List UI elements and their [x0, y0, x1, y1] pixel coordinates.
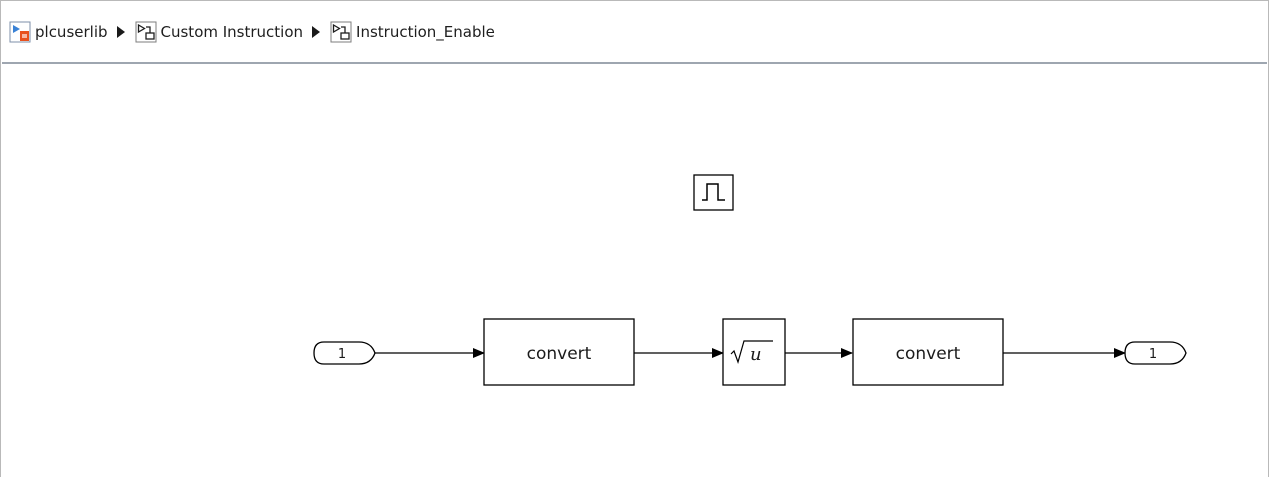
breadcrumb-arrow-icon: [116, 26, 125, 38]
breadcrumb-item-label: plcuserlib: [35, 23, 108, 41]
breadcrumb-item-label: Instruction_Enable: [356, 23, 495, 41]
subsystem-icon: [330, 21, 352, 43]
block-diagram: 1 convert u convert: [313, 174, 1187, 386]
breadcrumb-item-label: Custom Instruction: [160, 23, 304, 41]
sqrt-icon: [730, 340, 773, 364]
sqrt-expression: u: [750, 344, 762, 365]
breadcrumb-arrow-icon: [312, 26, 321, 38]
outport-label: 1: [1149, 347, 1157, 362]
convert-block-2[interactable]: convert: [852, 318, 1004, 386]
breadcrumb: plcuserlib Custom Instruction Instructio…: [2, 2, 1267, 64]
breadcrumb-item-plcuserlib[interactable]: plcuserlib: [9, 21, 108, 43]
enable-block[interactable]: [693, 174, 734, 211]
model-canvas[interactable]: 1 convert u convert: [2, 66, 1267, 478]
subsystem-icon: [135, 21, 157, 43]
outport-block[interactable]: 1: [1124, 341, 1187, 365]
inport-label: 1: [338, 347, 346, 362]
inport-block[interactable]: 1: [313, 341, 376, 365]
sqrt-block[interactable]: u: [722, 318, 786, 386]
breadcrumb-item-custom-instruction[interactable]: Custom Instruction: [135, 21, 304, 43]
breadcrumb-item-instruction-enable[interactable]: Instruction_Enable: [330, 21, 495, 43]
enable-port-icon: [702, 183, 725, 201]
model-library-icon: [9, 21, 31, 43]
convert-block-1[interactable]: convert: [483, 318, 635, 386]
convert-block-label: convert: [896, 344, 961, 364]
convert-block-label: convert: [527, 344, 592, 364]
